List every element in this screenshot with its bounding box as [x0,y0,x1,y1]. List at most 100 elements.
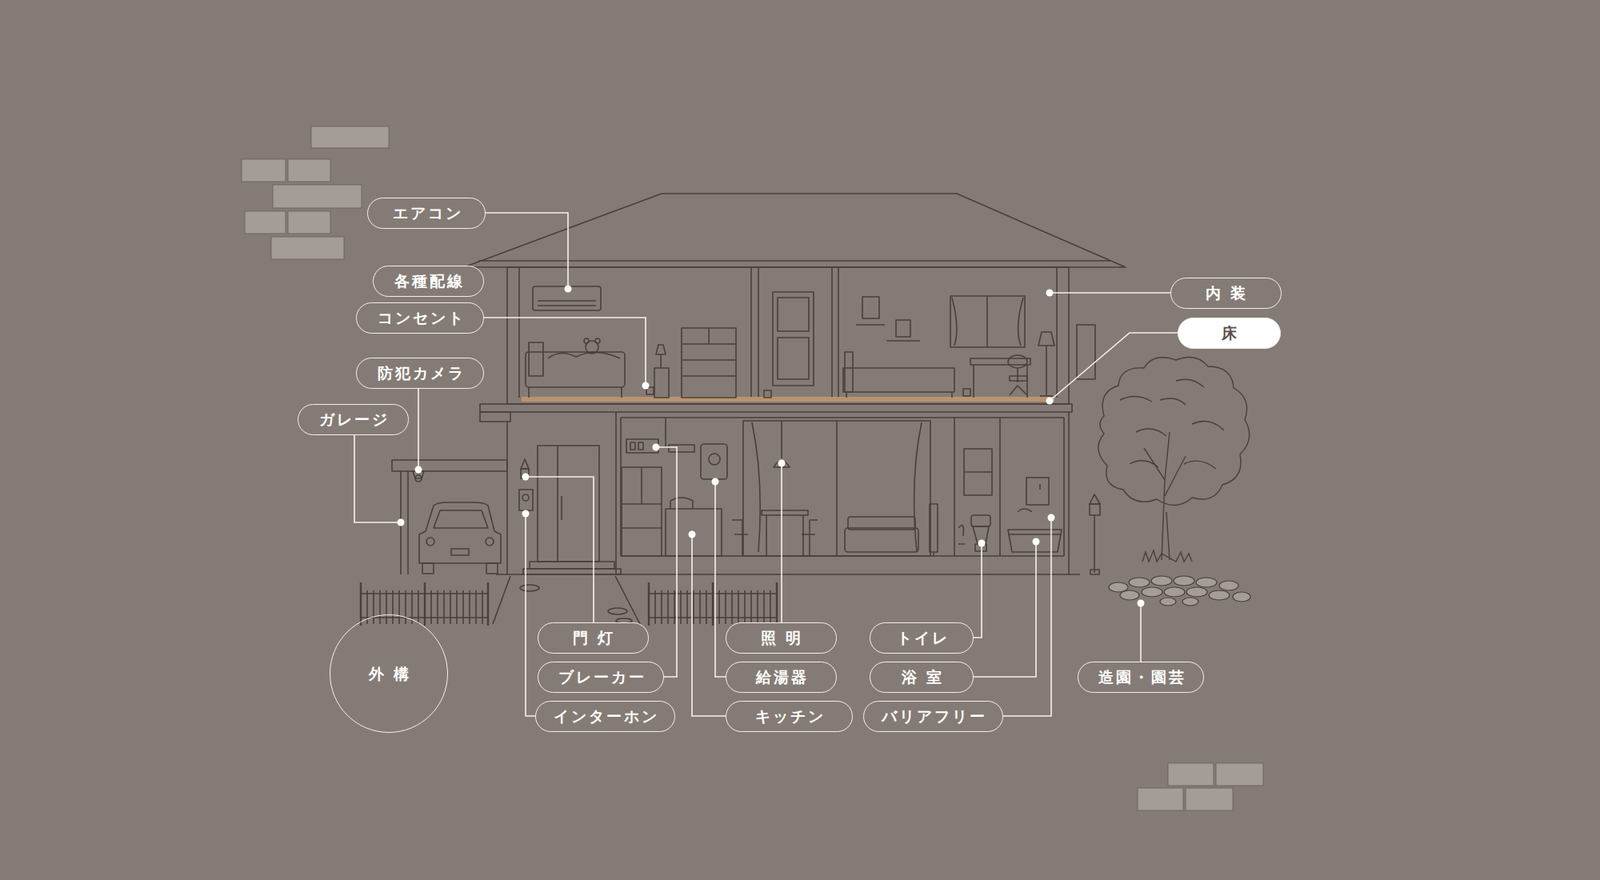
house-part [426,537,435,546]
house-part [929,504,938,552]
house-part [750,267,752,398]
house-part [584,338,589,344]
leader-dot-part [1046,289,1054,297]
label-pill: エアコン [367,197,486,229]
label-text: 浴室 [892,668,952,687]
house-part [407,471,409,575]
leader-dot-part [1048,514,1056,522]
leader-line-part [354,430,401,523]
house-part [1026,477,1049,505]
house-part [752,422,922,552]
house-part [615,576,640,624]
house-part [681,359,736,361]
house-part [971,515,991,527]
bricks-part [241,159,286,182]
bricks [241,126,1264,811]
house-part [492,576,511,624]
label-pill: バリアフリー [863,700,1004,732]
stones-part [1160,597,1176,606]
bricks-part [288,159,331,182]
house-part [537,304,596,307]
house-part [360,582,777,626]
house-part [986,296,988,348]
house-part [419,502,501,564]
leader-dot-part [564,285,572,293]
leader-line-part [715,481,730,677]
house-part [464,193,1126,268]
label-text: 造園・園芸 [1096,668,1187,687]
label-text: コンセント [375,308,466,328]
bricks-part [271,236,344,260]
house-part [1063,417,1065,556]
house-part-part [776,582,778,626]
label-pill: 門灯 [537,622,649,654]
label-text: ガレージ [316,410,390,429]
label-pill: 給湯器 [725,661,837,693]
stones-part [1120,590,1140,600]
house-part [1089,504,1100,516]
house-part [478,260,1112,262]
label-text: 門灯 [563,628,623,648]
house-part [844,528,919,552]
house-part [415,475,422,482]
house-part [772,292,814,386]
label-pill: 内装 [1170,277,1282,309]
house-part [1008,355,1028,368]
bricks-part [1168,763,1214,786]
house-part [951,392,953,398]
leader-line-part [480,317,646,386]
house-part [529,561,615,569]
house-part [556,445,559,562]
house-part [486,563,498,574]
house-part [522,494,529,501]
house-part [523,568,621,575]
house-part [963,388,971,396]
house-part [654,368,669,398]
label-text: 給湯器 [753,668,809,687]
house-part [845,392,848,398]
label-pill: ガレージ [297,404,409,436]
house-part [506,421,508,575]
stones-part [1151,576,1172,586]
house-part [537,300,596,302]
house-part [548,352,620,359]
leader-dot-part [778,460,786,468]
leader-line-part [969,541,1036,677]
leader-dot-part [1032,538,1040,546]
tree-part [1120,379,1224,469]
label-pill: トイレ [869,622,974,654]
label-pill: ブレーカー [537,661,664,693]
leader-line-part [1140,603,1142,666]
house-part [856,324,885,326]
house-part [708,328,710,344]
leader-dot-part [522,510,530,518]
house-part [970,358,1031,365]
house-part [665,508,722,556]
label-text: バリアフリー [879,707,988,726]
label-pill: 床 [1177,317,1281,349]
tree-part [1144,432,1186,560]
house-part [528,342,544,376]
leader-dot-part [1046,397,1054,405]
house-part [700,444,728,480]
house-part [660,354,662,368]
house-part [837,267,840,398]
house-part [780,420,783,459]
leader-dot-part [978,540,986,548]
label-text: トイレ [894,628,950,648]
leader-line-part [417,384,420,470]
house-part [862,296,880,319]
house-part [1040,395,1053,397]
house-part [848,516,916,530]
bricks-part [244,211,286,234]
house-part [620,416,1064,419]
house-part [519,489,533,511]
house-part [560,496,563,520]
house-part [507,267,1069,404]
label-text: キッチン [752,707,826,726]
house-part [681,328,736,398]
label-text: 内装 [1196,284,1256,303]
house-part [422,563,434,574]
label-text: 照明 [751,628,811,648]
